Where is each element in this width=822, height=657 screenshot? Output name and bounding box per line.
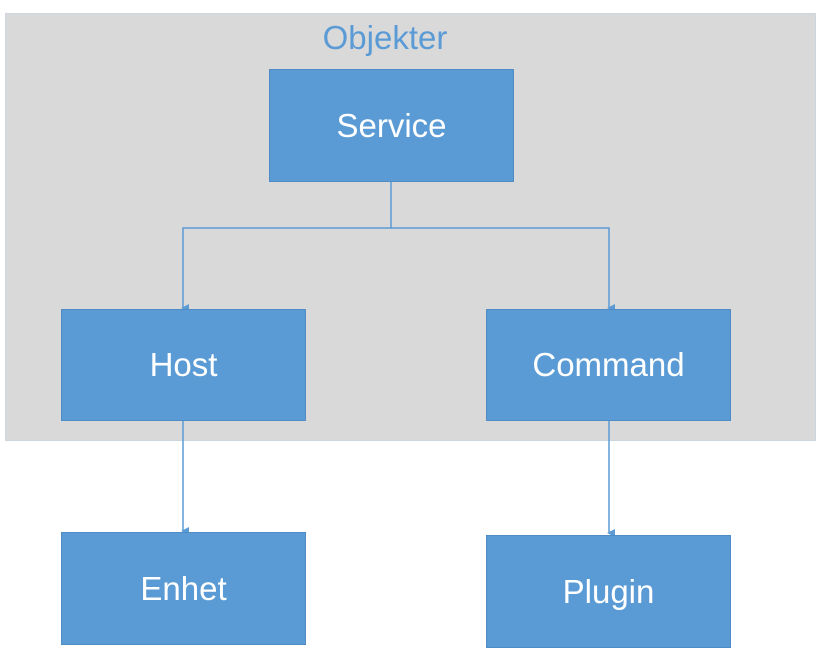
command-label: Command <box>532 346 685 383</box>
plugin-node: Plugin <box>486 535 731 648</box>
group-title: Objekter <box>322 19 448 56</box>
connector-service-to-host <box>181 182 392 312</box>
host-node: Host <box>61 309 306 421</box>
enhet-node: Enhet <box>61 532 306 645</box>
service-node: Service <box>269 69 514 182</box>
command-node: Command <box>486 309 731 421</box>
host-label: Host <box>149 346 218 383</box>
connector-service-to-command <box>391 227 615 312</box>
plugin-label: Plugin <box>562 572 655 610</box>
service-label: Service <box>336 106 447 144</box>
enhet-label: Enhet <box>140 569 227 607</box>
